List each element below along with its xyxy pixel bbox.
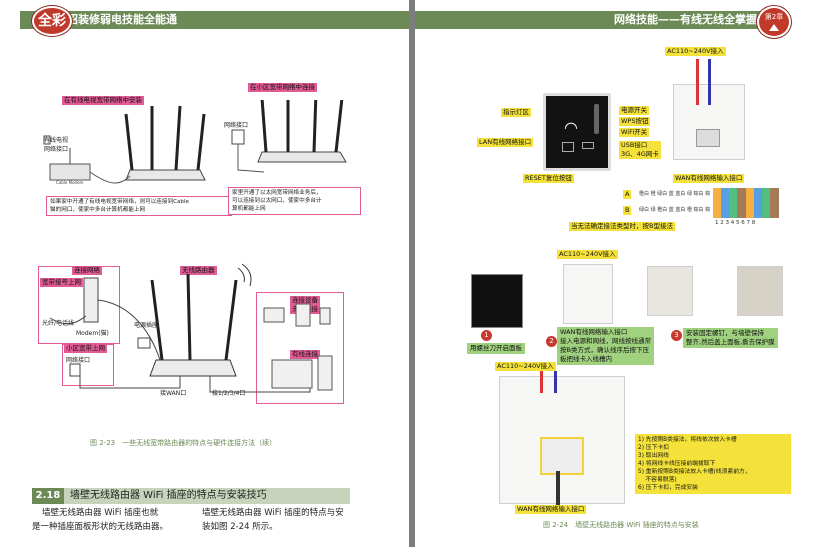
label-wireless-router: 无线路由器 xyxy=(180,266,217,275)
wifi-icon: ◠ xyxy=(564,118,578,137)
label-broadband-dialup: 宽带接号上网 xyxy=(40,278,83,287)
install-step-5: 5) 重新按照B类接法放入卡槽(线须紧前方， 不容易脱落) xyxy=(638,469,751,483)
book-gutter xyxy=(409,0,415,547)
pin-numbers: 1 2 3 4 5 6 7 8 xyxy=(715,220,756,226)
label-reset: RESET复位按钮 xyxy=(523,174,574,183)
cable-modem-label: Cable Modem xyxy=(56,180,84,185)
label-ac-mid: AC110~240V接入 xyxy=(557,250,618,259)
label-usb: USB接口 3G、4G网卡 xyxy=(619,141,661,159)
standard-b-colors: 绿白 绿 橙白 蓝 蓝白 橙 棕白 棕 xyxy=(639,207,711,213)
left-header-bar: 支招装修弱电技能全能通 xyxy=(20,11,409,29)
step-3-text: 安装固定螺钉，与墙壁保持 整齐,然后盖上面板,撕去保护膜 xyxy=(683,328,778,348)
label-fiber-phone: 光纤/电话线 xyxy=(42,320,75,327)
right-header-bar: 网络技能——有线无线全掌握 xyxy=(415,11,765,29)
install-step-6: 6) 压下卡扣，完成安装 xyxy=(638,485,698,491)
label-wired: 有线连接 xyxy=(290,350,320,359)
panel-mounted-photo xyxy=(647,266,693,316)
triangle-up-icon xyxy=(769,24,779,31)
body-col2-line1: 墙壁无线路由器 WiFi 插座的特点与安 xyxy=(202,508,344,518)
ac-wire-blue xyxy=(708,59,711,105)
label-net-port: 网络接口 xyxy=(66,357,91,364)
wiring-standard-table: A B 橙白 橙 绿白 蓝 蓝白 绿 棕白 棕 绿白 绿 橙白 蓝 蓝白 橙 棕… xyxy=(623,186,783,230)
left-page: 支招装修弱电技能全能通 全彩 在有线电视宽带网络中安装 在小区宽带网络中连接 有… xyxy=(0,0,409,547)
body-col2-line2: 装如图 2-24 所示。 xyxy=(202,522,278,532)
label-community-network: 在小区宽带网络中连接 xyxy=(248,83,317,92)
wire-blue-bottom xyxy=(554,371,557,393)
label-modem: Modem(猫) xyxy=(76,330,109,337)
right-page: 网络技能——有线无线全掌握 第2章 ◠ 指示灯区 LAN有线网络接口 RESET… xyxy=(415,0,824,547)
wire-red-bottom xyxy=(540,371,543,393)
color-code-grid xyxy=(713,188,779,218)
figure-caption-left: 图 2-23 一些无线宽带路由器的特点与硬件连接方法（续） xyxy=(90,439,277,447)
step-1-text: 用螺丝刀开启面板 xyxy=(467,343,525,354)
rj45-module-icon xyxy=(540,437,584,475)
label-wifi-switch: WiFi开关 xyxy=(619,128,650,137)
buttons-icon xyxy=(594,104,599,134)
label-lan-ports: 接1/2/3/4口 xyxy=(212,390,246,397)
label-connect-network: 连接网络 xyxy=(72,266,102,275)
ac-wire-red xyxy=(696,59,699,105)
step-3-badge: 3 xyxy=(671,330,682,341)
wall-box-photo xyxy=(737,266,783,316)
install-steps-list: 1) 先按照B类接法，将线依次放入卡槽 2) 压下卡扣 3) 取出网线 4) 将… xyxy=(635,434,791,494)
chapter-label: 第2章 xyxy=(764,13,784,21)
standard-a-colors: 橙白 橙 绿白 蓝 蓝白 绿 棕白 棕 xyxy=(639,191,711,197)
install-step-3: 3) 取出网线 xyxy=(638,453,669,459)
label-community-broadband: 小区宽带上网 xyxy=(64,344,107,353)
panel-wiring-photo xyxy=(563,264,613,324)
lan-port-icon xyxy=(562,142,574,152)
note-community-network: 家里开通了以太网宽带网络业务后， 可以连接到以太网口，使家中多台计 算机都能上网 xyxy=(228,187,361,215)
section-bar: 2.18 墙壁无线路由器 WiFi 插座的特点与安装技巧 xyxy=(32,488,350,504)
devices-group-box xyxy=(256,292,344,404)
label-ac-bottom: AC110~240V接入 xyxy=(495,362,556,371)
rj45-block-icon xyxy=(696,129,720,147)
label-wan-port: 接WAN口 xyxy=(160,390,187,397)
brand-logo: 全彩 xyxy=(32,6,72,36)
step-2-badge: 2 xyxy=(546,336,557,347)
label-cable-network: 在有线电视宽带网络中安装 xyxy=(62,96,144,105)
panel-open-photo xyxy=(471,274,523,328)
router-illustration-top xyxy=(43,100,347,184)
panel-back-large xyxy=(499,371,625,511)
label-standard-note: 当无法确定接法类型时，按B型接法 xyxy=(569,222,675,231)
step-2-text: WAN有线网络输入接口 接入电源和网线，网线按线通常 按B类方式，确认线序后按下… xyxy=(557,327,654,365)
body-col1-line1: 墙壁无线路由器 WiFi 插座也就 xyxy=(42,508,159,518)
body-col1-line2: 是一种插座面板形状的无线路由器。 xyxy=(32,522,169,532)
figure-caption-right: 图 2-24 墙壁无线路由器 WiFi 插座的特点与安装 xyxy=(543,521,699,529)
wifi-panel-back xyxy=(673,59,745,160)
wifi-panel-front: ◠ xyxy=(543,93,611,171)
router-illustration-mid xyxy=(49,263,333,393)
label-power-socket: 电源插座 xyxy=(134,322,159,329)
label-ac-input: AC110~240V接入 xyxy=(665,47,726,56)
section-title: 墙壁无线路由器 WiFi 插座的特点与安装技巧 xyxy=(70,490,267,501)
install-step-2: 2) 压下卡扣 xyxy=(638,445,669,451)
label-power-switch: 电源开关 xyxy=(619,106,649,115)
note-cable-network: 如果家中开通了有线电视宽带网络，则可以连接到Cable 猫的网口，使家中多台计算… xyxy=(46,196,232,216)
label-lan: LAN有线网络接口 xyxy=(477,138,534,147)
network-cable-icon xyxy=(556,471,560,511)
standard-a-tag: A xyxy=(623,190,632,199)
section-number: 2.18 xyxy=(32,488,64,504)
chapter-badge: 第2章 xyxy=(757,6,791,38)
label-wan-bottom: WAN有线网络输入接口 xyxy=(515,505,587,514)
right-header-title: 网络技能——有线无线全掌握 xyxy=(614,13,757,26)
standard-b-tag: B xyxy=(623,206,632,215)
install-step-4: 4) 将网线卡线压接前端拔取下 xyxy=(638,461,716,467)
label-indicator: 指示灯区 xyxy=(501,108,531,117)
label-wan-top: WAN有线网络输入接口 xyxy=(673,174,745,183)
usb-port-icon xyxy=(582,142,594,149)
install-step-1: 1) 先按照B类接法，将线依次放入卡槽 xyxy=(638,437,737,443)
network-port-label: 网络接口 xyxy=(224,122,249,129)
label-wps: WPS按钮 xyxy=(619,117,651,126)
cable-interface-label: 有线电视 网络接口 xyxy=(44,137,69,153)
step-1-badge: 1 xyxy=(481,330,492,341)
left-header-title: 支招装修弱电技能全能通 xyxy=(56,13,177,26)
